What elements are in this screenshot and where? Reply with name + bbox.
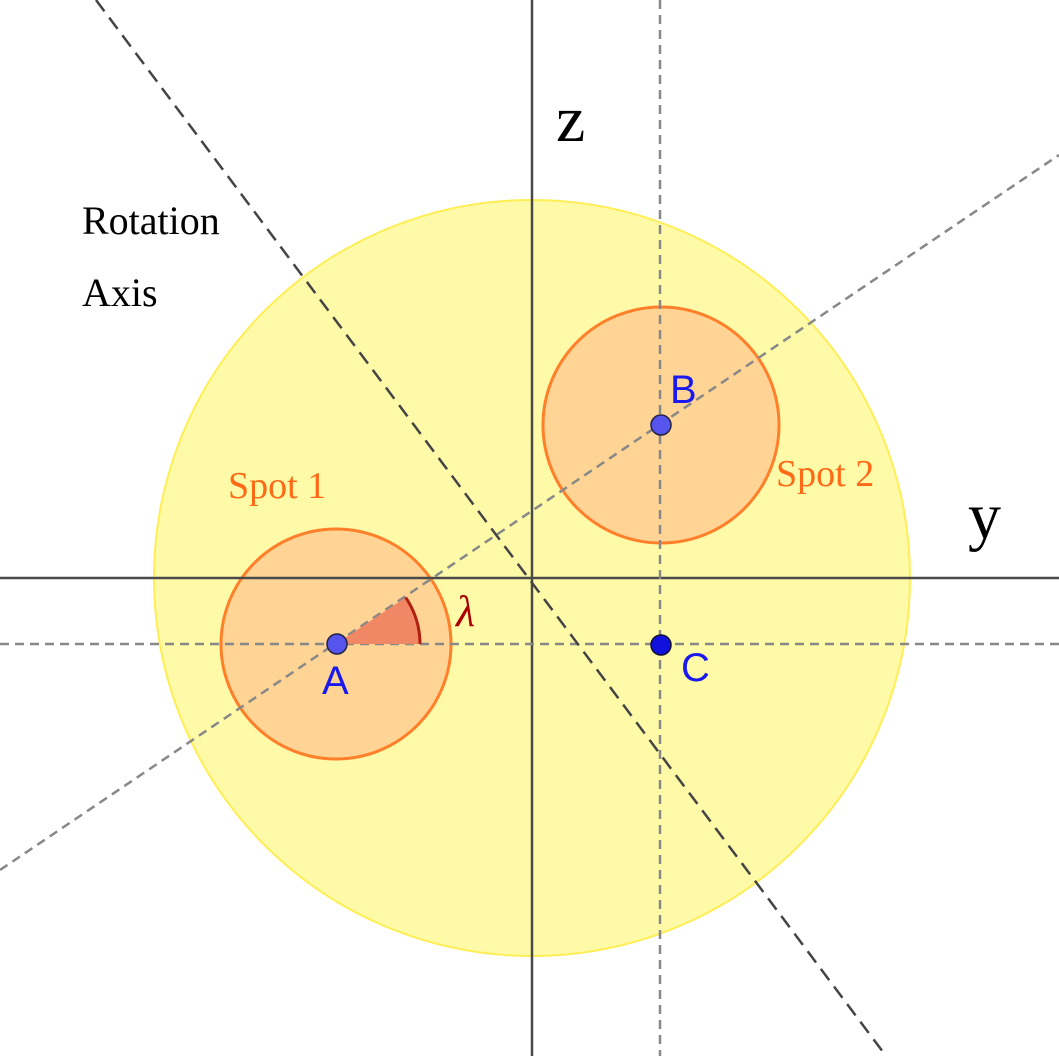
lambda-angle-arc (404, 596, 422, 645)
rotation-axis-label-line-2: Axis (82, 270, 158, 315)
spot-1-label: Spot 1 (228, 465, 326, 507)
lambda-angle-wedge (336, 597, 420, 644)
point-a-label: A (322, 659, 349, 703)
y-axis-label: y (968, 480, 1001, 553)
z-axis-label: z (556, 83, 585, 156)
rotation-axis-label-line-1: Rotation (82, 198, 220, 243)
point-b-label: B (670, 368, 697, 412)
connecting-line-a-b (0, 153, 1059, 872)
point-a (326, 633, 348, 655)
lambda-label: λ (454, 587, 475, 636)
spot-2-label: Spot 2 (776, 453, 874, 495)
point-b (650, 414, 672, 436)
point-c (650, 634, 672, 656)
point-c-label: C (681, 646, 710, 690)
